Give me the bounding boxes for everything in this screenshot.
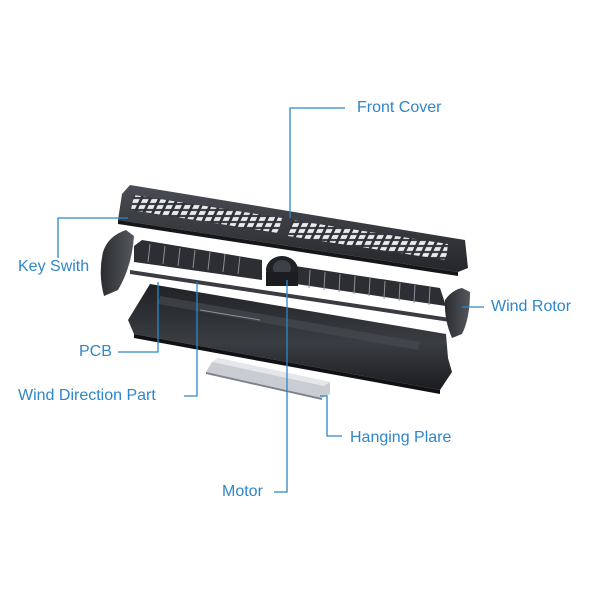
label-wind-direction-part: Wind Direction Part xyxy=(18,387,156,404)
label-motor: Motor xyxy=(222,483,263,500)
leader-pcb xyxy=(118,282,159,353)
leader-key-switch xyxy=(57,217,128,258)
label-front-cover: Front Cover xyxy=(357,99,442,116)
front-cover-part xyxy=(118,185,468,276)
motor-part xyxy=(266,256,298,286)
key-switch-part xyxy=(100,230,134,296)
label-wind-rotor: Wind Rotor xyxy=(491,298,572,315)
label-hanging-plate: Hanging Plare xyxy=(350,429,452,446)
label-pcb: PCB xyxy=(79,343,112,360)
leader-wind-direction xyxy=(184,282,198,397)
hanging-plate-part xyxy=(206,358,330,400)
leader-front-cover xyxy=(289,107,345,218)
leader-motor xyxy=(274,280,288,493)
leader-hanging-plate xyxy=(320,395,342,437)
wind-rotor-part xyxy=(130,240,470,338)
leader-lines xyxy=(57,107,484,493)
label-key-switch: Key Swith xyxy=(18,258,90,275)
